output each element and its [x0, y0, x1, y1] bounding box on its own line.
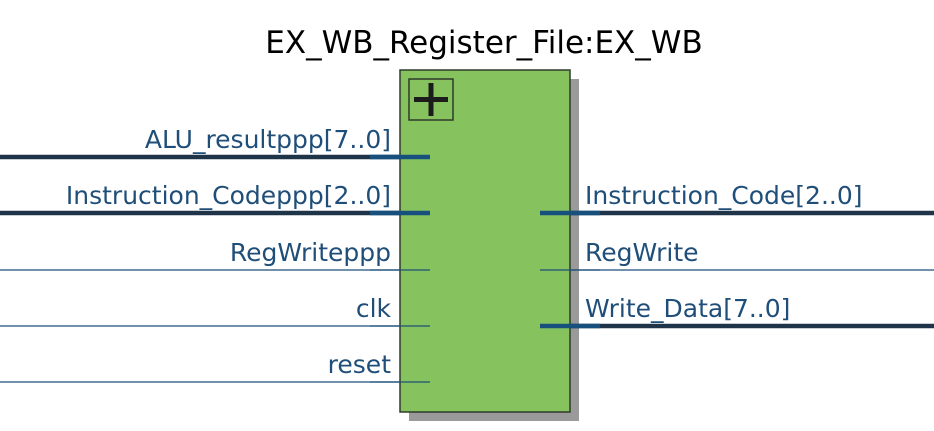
output-port-label: Write_Data[7..0]: [585, 294, 790, 323]
output-port-label: RegWrite: [585, 238, 699, 267]
input-port-label: ALU_resultppp[7..0]: [145, 125, 391, 154]
input-port-label: clk: [356, 294, 392, 323]
input-ports: ALU_resultppp[7..0] Instruction_Codeppp[…: [0, 125, 430, 383]
register-file-block[interactable]: [399, 69, 571, 413]
output-ports: Instruction_Code[2..0] RegWrite Write_Da…: [540, 181, 934, 329]
plus-icon-vertical-bar: [428, 83, 434, 116]
input-port-label: reset: [328, 350, 392, 379]
input-port-label: RegWriteppp: [230, 238, 391, 267]
plus-icon[interactable]: [408, 78, 454, 121]
plus-icon-frame: [408, 78, 454, 121]
input-port-label: Instruction_Codeppp[2..0]: [66, 181, 391, 210]
block-title: EX_WB_Register_File:EX_WB: [265, 25, 702, 61]
output-port-label: Instruction_Code[2..0]: [585, 181, 863, 210]
